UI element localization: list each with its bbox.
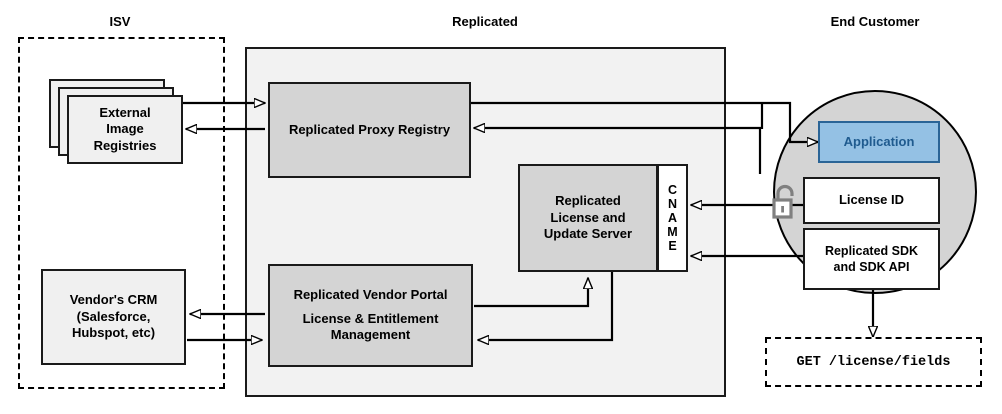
vendors-crm[interactable]: Vendor's CRM (Salesforce, Hubspot, etc) <box>41 269 186 365</box>
replicated-vendor-portal[interactable]: Replicated Vendor Portal License & Entit… <box>268 264 473 367</box>
vendors-crm-line3: Hubspot, etc) <box>71 325 156 341</box>
vendor-portal-line2: License & Entitlement <box>302 310 439 326</box>
cname-letter-n: N <box>667 197 678 211</box>
vendors-crm-line1: Vendor's CRM <box>69 292 158 308</box>
replicated-sdk-line1: Replicated SDK <box>824 244 919 258</box>
license-fields-request-label: GET /license/fields <box>796 354 951 370</box>
license-id-box[interactable]: License ID <box>803 177 940 224</box>
cname-letter-e: E <box>668 239 677 253</box>
replicated-sdk-line2: and SDK API <box>833 260 910 274</box>
external-image-registries[interactable]: External Image Registries <box>67 95 183 164</box>
vendors-crm-line2: (Salesforce, <box>76 308 151 324</box>
license-fields-request-box[interactable]: GET /license/fields <box>765 337 982 387</box>
replicated-license-update-server[interactable]: Replicated License and Update Server <box>518 164 658 272</box>
zone-label-replicated: Replicated <box>452 14 518 29</box>
vendor-portal-line3: Management <box>330 327 411 343</box>
application-box[interactable]: Application <box>818 121 940 163</box>
application-label: Application <box>843 133 915 149</box>
cname-letter-a: A <box>667 211 678 225</box>
external-image-registries-line2: Image <box>106 121 144 137</box>
zone-label-isv: ISV <box>109 14 131 29</box>
cname-letter-m: M <box>667 225 678 239</box>
license-id-label: License ID <box>838 192 905 208</box>
license-server-line1: Replicated <box>555 193 621 209</box>
vendor-portal-line1: Replicated Vendor Portal <box>293 287 448 303</box>
cname-strip[interactable]: C N A M E <box>657 164 688 272</box>
zone-label-end-customer: End Customer <box>830 14 920 29</box>
license-server-line2: License and <box>550 209 626 225</box>
cname-letter-c: C <box>667 183 678 197</box>
external-image-registries-line3: Registries <box>93 137 157 153</box>
external-image-registries-line1: External <box>99 104 151 120</box>
zone-isv <box>18 37 225 389</box>
license-server-line3: Update Server <box>543 226 633 242</box>
replicated-sdk-box[interactable]: Replicated SDK and SDK API <box>803 228 940 290</box>
replicated-proxy-registry[interactable]: Replicated Proxy Registry <box>268 82 471 178</box>
unlock-icon <box>768 182 802 224</box>
replicated-proxy-registry-label: Replicated Proxy Registry <box>288 121 451 137</box>
